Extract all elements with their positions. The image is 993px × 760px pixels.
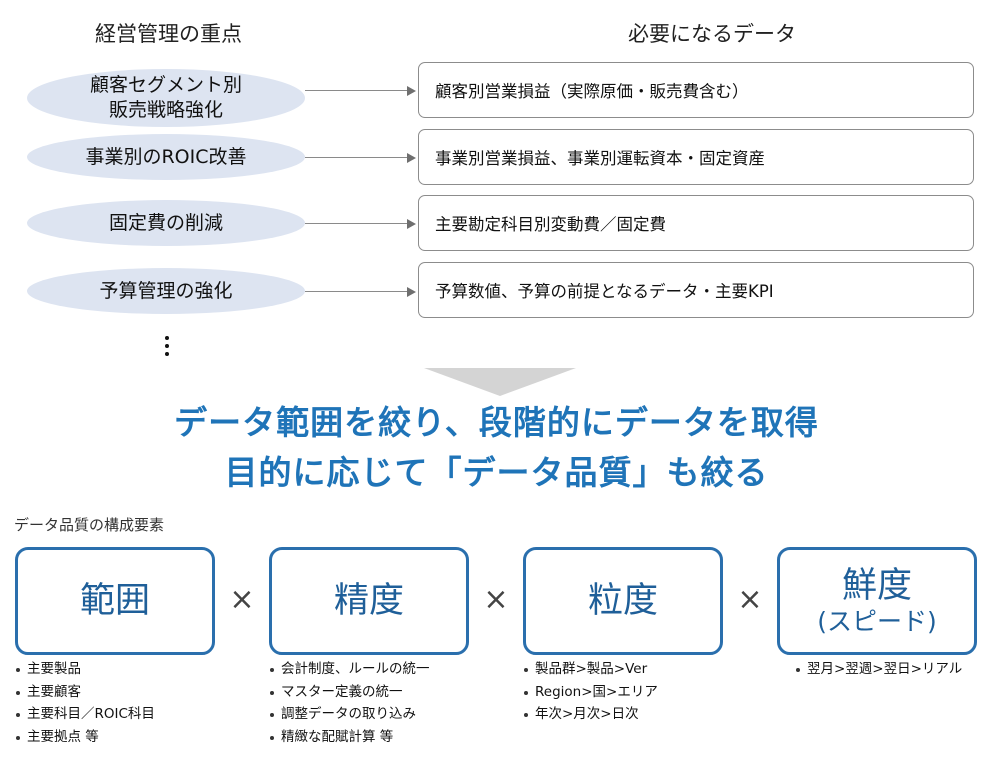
focus-label: 顧客セグメント別 xyxy=(89,74,242,96)
arrow-right-icon xyxy=(407,287,416,297)
required-data-box: 予算数値、予算の前提となるデータ・主要KPI xyxy=(418,262,974,318)
quality-element-box: 粒度 xyxy=(523,547,723,655)
element-detail-list: 主要製品 主要顧客 主要科目／ROIC科目 主要拠点 等 xyxy=(15,658,155,748)
quality-element-box: 鮮度 (スピード) xyxy=(777,547,977,655)
list-item: 主要科目／ROIC科目 xyxy=(15,703,155,726)
vertical-ellipsis-icon xyxy=(164,336,170,360)
element-detail-list: 製品群>製品>Ver Region>国>エリア 年次>月次>日次 xyxy=(523,658,658,726)
focus-label: 事業別のROIC改善 xyxy=(85,145,247,168)
list-item: 会計制度、ルールの統一 xyxy=(269,658,430,681)
list-item: 翌月>翌週>翌日>リアル xyxy=(795,658,962,681)
data-column-header: 必要になるデータ xyxy=(628,22,796,46)
headline-line-1: データ範囲を絞り、段階的にデータを取得 xyxy=(174,403,819,442)
focus-label: 予算管理の強化 xyxy=(99,279,233,302)
required-data-text: 主要勘定科目別変動費／固定費 xyxy=(435,215,666,234)
focus-ellipse: 顧客セグメント別 販売戦略強化 xyxy=(27,69,305,127)
required-data-box: 顧客別営業損益（実際原価・販売費含む） xyxy=(418,62,974,118)
arrow-right-icon xyxy=(407,153,416,163)
required-data-box: 事業別営業損益、事業別運転資本・固定資産 xyxy=(418,129,974,185)
required-data-text: 事業別営業損益、事業別運転資本・固定資産 xyxy=(435,149,765,168)
list-item: 主要製品 xyxy=(15,658,155,681)
quality-element-name: 鮮度 xyxy=(841,566,912,606)
list-item: 年次>月次>日次 xyxy=(523,703,658,726)
arrow-line xyxy=(305,223,411,224)
arrow-right-icon xyxy=(407,86,416,96)
down-chevron-icon xyxy=(424,368,576,396)
quality-elements-label: データ品質の構成要素 xyxy=(14,516,165,534)
list-item: Region>国>エリア xyxy=(523,681,658,704)
arrow-right-icon xyxy=(407,219,416,229)
list-item: 主要顧客 xyxy=(15,681,155,704)
quality-element-name: 粒度 xyxy=(587,581,658,621)
quality-element-name: 精度 xyxy=(333,581,404,621)
quality-element-box: 精度 xyxy=(269,547,469,655)
element-detail-list: 会計制度、ルールの統一 マスター定義の統一 調整データの取り込み 精緻な配賦計算… xyxy=(269,658,430,748)
arrow-line xyxy=(305,291,411,292)
required-data-text: 顧客別営業損益（実際原価・販売費含む） xyxy=(435,82,749,101)
arrow-line xyxy=(305,157,411,158)
multiply-icon: × xyxy=(229,582,255,617)
required-data-text: 予算数値、予算の前提となるデータ・主要KPI xyxy=(435,282,774,301)
required-data-box: 主要勘定科目別変動費／固定費 xyxy=(418,195,974,251)
arrow-line xyxy=(305,90,411,91)
quality-element-box: 範囲 xyxy=(15,547,215,655)
multiply-icon: × xyxy=(737,582,763,617)
quality-element-name: 範囲 xyxy=(79,581,150,621)
focus-ellipse: 予算管理の強化 xyxy=(27,268,305,314)
quality-element-subtitle: (スピード) xyxy=(817,607,937,636)
element-detail-list: 翌月>翌週>翌日>リアル xyxy=(795,658,962,681)
headline-line-2: 目的に応じて「データ品質」も絞る xyxy=(224,453,769,492)
list-item: マスター定義の統一 xyxy=(269,681,430,704)
focus-label: 販売戦略強化 xyxy=(108,99,223,121)
focus-ellipse: 事業別のROIC改善 xyxy=(27,134,305,180)
focus-label: 固定費の削減 xyxy=(108,211,223,234)
focus-ellipse: 固定費の削減 xyxy=(27,200,305,246)
list-item: 主要拠点 等 xyxy=(15,726,155,749)
multiply-icon: × xyxy=(483,582,509,617)
list-item: 製品群>製品>Ver xyxy=(523,658,658,681)
list-item: 調整データの取り込み xyxy=(269,703,430,726)
focus-column-header: 経営管理の重点 xyxy=(95,22,242,46)
list-item: 精緻な配賦計算 等 xyxy=(269,726,430,749)
